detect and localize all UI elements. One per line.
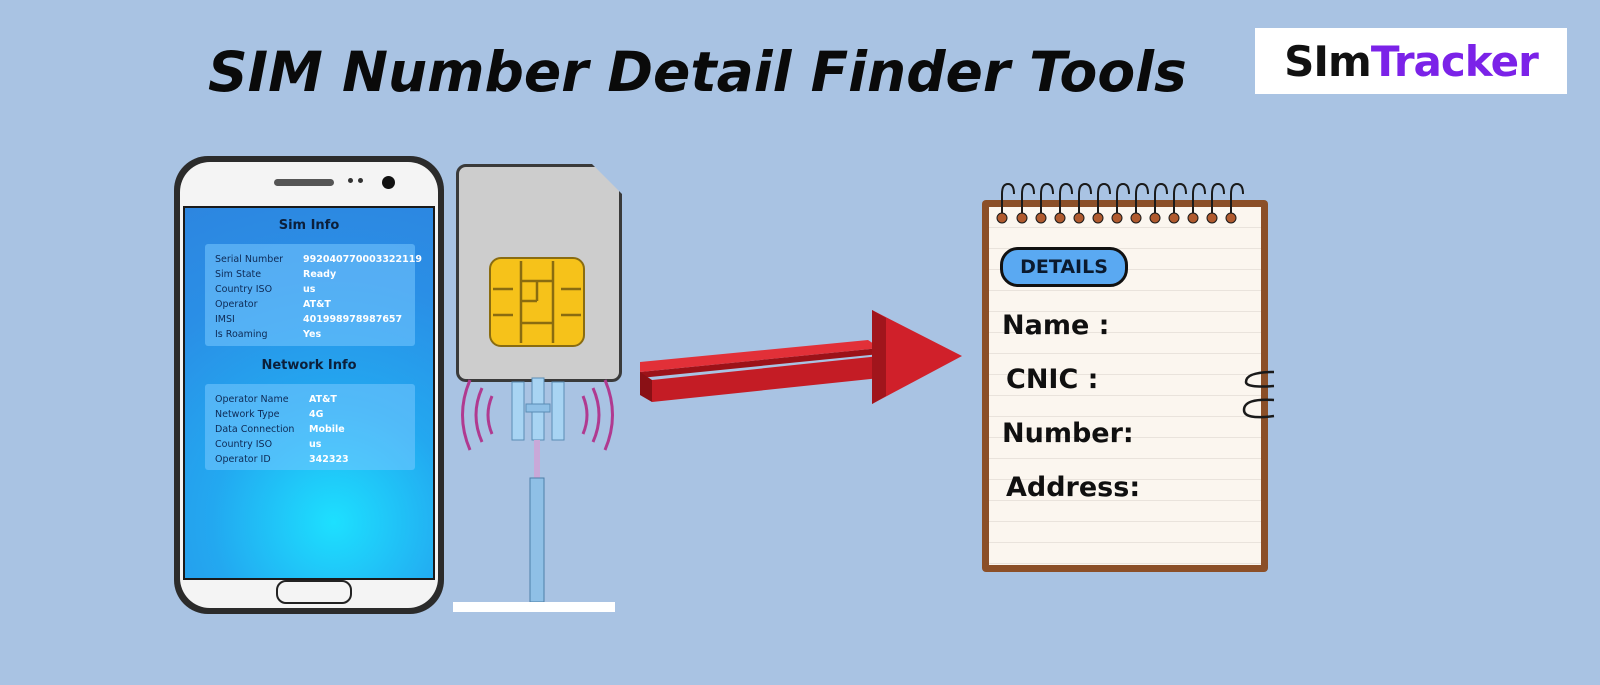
info-row: Country ISO us (215, 439, 321, 450)
info-row: Operator Name AT&T (215, 394, 337, 405)
info-value: 992040770003322119 (303, 254, 422, 265)
info-row: Data Connection Mobile (215, 424, 345, 435)
sim-card-icon (456, 163, 623, 382)
chip-contacts-icon (493, 261, 581, 343)
info-label: Country ISO (215, 439, 273, 450)
phone-screen: Sim Info Serial Number 992040770003322119… (183, 206, 435, 580)
cell-tower-icon (453, 377, 615, 612)
page-curl-icon (1242, 370, 1275, 419)
info-row: Serial Number 992040770003322119 (215, 254, 422, 265)
address-field-label: Address: (1006, 472, 1141, 503)
phone-home-button (276, 580, 352, 604)
info-label: Sim State (215, 269, 262, 280)
sim-chip-icon (489, 257, 585, 347)
info-value: 342323 (309, 454, 349, 465)
info-value: us (309, 439, 322, 450)
network-info-panel: Operator Name AT&T Network Type 4G Data Co… (205, 384, 415, 470)
info-label: Operator (215, 299, 258, 310)
sim-info-title: Sim Info (278, 218, 340, 233)
info-row: Country ISO us (215, 284, 315, 295)
sim-info-panel: Serial Number 992040770003322119 Sim Stat… (205, 244, 422, 346)
info-label: Serial Number (215, 254, 284, 265)
phone-camera-icon (382, 176, 395, 189)
info-value: us (303, 284, 316, 295)
name-field-label: Name : (1002, 310, 1110, 341)
info-label: Operator Name (215, 394, 289, 405)
info-row: IMSI 401998978987657 (215, 314, 402, 325)
spiral-binding-icon (996, 182, 1244, 224)
number-field-label: Number: (1002, 418, 1134, 449)
info-value: AT&T (303, 299, 331, 310)
phone-speaker (274, 179, 334, 186)
red-arrow-icon (640, 310, 962, 404)
logo-part-tracker: Tracker (1370, 36, 1539, 86)
page-title: SIM Number Detail Finder Tools (208, 40, 1187, 104)
info-value: 401998978987657 (303, 314, 403, 325)
info-value: AT&T (309, 394, 337, 405)
info-label: IMSI (215, 314, 235, 325)
info-value: Ready (303, 269, 337, 280)
cnic-field-label: CNIC : (1006, 364, 1099, 395)
info-row: Operator AT&T (215, 299, 331, 310)
info-value: Mobile (309, 424, 345, 435)
info-row: Operator ID 342323 (215, 454, 349, 465)
info-row: Sim State Ready (215, 269, 336, 280)
info-value: 4G (309, 409, 324, 420)
info-label: Is Roaming (215, 329, 268, 340)
info-label: Network Type (215, 409, 280, 420)
phone-sensor (358, 178, 363, 183)
network-info-title: Network Info (261, 358, 357, 373)
info-label: Data Connection (215, 424, 295, 435)
info-label: Country ISO (215, 284, 273, 295)
info-row: Network Type 4G (215, 409, 323, 420)
logo-part-sim: SIm (1284, 36, 1372, 86)
info-label: Operator ID (215, 454, 271, 465)
info-value: Yes (303, 329, 322, 340)
phone-sensor (348, 178, 353, 183)
sim-card-notch (591, 163, 623, 195)
details-badge: DETAILS (1000, 247, 1128, 287)
info-row: Is Roaming Yes (215, 329, 321, 340)
